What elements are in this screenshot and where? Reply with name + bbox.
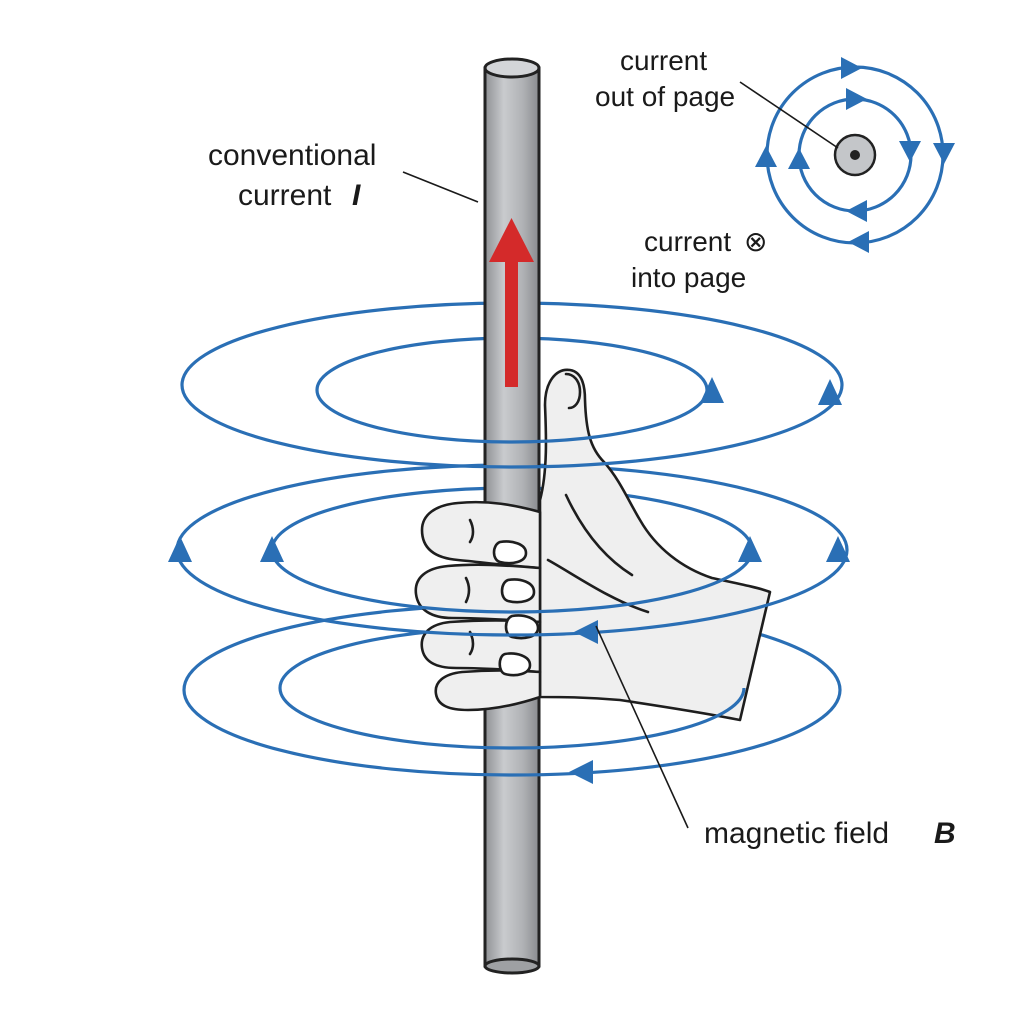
inset-field-arrow-icon — [899, 141, 921, 162]
label-current-out-of-page: current out of page — [595, 45, 735, 112]
inset-field-arrow-icon — [788, 148, 810, 169]
conventional-text: conventional — [208, 139, 376, 172]
field-direction-arrow-icon — [569, 760, 593, 784]
current-symbol-I: I — [352, 179, 361, 212]
label-conventional-current: conventional current I — [208, 139, 376, 212]
inset-field-arrow-icon — [933, 143, 955, 164]
field-direction-arrow-icon — [738, 536, 762, 562]
field-ring-front-2 — [315, 389, 709, 444]
field-direction-arrow-icon — [826, 536, 850, 562]
field-direction-arrow-icon — [260, 536, 284, 562]
inset-field-arrow-icon — [841, 57, 862, 79]
red-arrow-up-icon — [489, 218, 534, 387]
current-text: current — [238, 179, 332, 212]
field-ring-front-1 — [180, 384, 844, 469]
field-direction-arrow-icon — [168, 536, 192, 562]
field-direction-arrow-icon — [574, 620, 598, 644]
label-current-into-page: current ⊗ into page — [631, 226, 767, 293]
leader-current — [402, 171, 479, 203]
field-direction-arrow-icon — [818, 379, 842, 405]
leader-out-of-page — [739, 81, 839, 149]
label-magnetic-field: magnetic field B — [704, 817, 956, 850]
current-out-line2: out of page — [595, 81, 735, 112]
inset-field-arrow-icon — [755, 146, 777, 167]
field-lines-front — [168, 377, 850, 784]
field-inset-top-view — [755, 57, 955, 253]
leader-magnetic-field — [595, 625, 689, 829]
inset-field-arrow-icon — [848, 231, 869, 253]
field-ring-front-3 — [175, 549, 849, 637]
field-ring-front-6 — [278, 687, 746, 750]
magnetic-field-text: magnetic field — [704, 817, 889, 850]
current-out-line1: current — [620, 45, 707, 76]
current-into-line2: into page — [631, 262, 746, 293]
field-ring-front-4 — [270, 549, 754, 614]
field-direction-arrow-icon — [700, 377, 724, 403]
magnetic-field-symbol-B: B — [934, 817, 956, 850]
cross-in-circle-icon: ⊗ — [744, 226, 767, 257]
dot-in-circle-icon — [833, 133, 877, 177]
field-ring-front-5 — [182, 689, 842, 777]
inset-field-arrow-icon — [846, 200, 867, 222]
right-hand — [414, 368, 772, 722]
inset-field-arrow-icon — [846, 88, 867, 110]
current-into-line1: current — [644, 226, 731, 257]
